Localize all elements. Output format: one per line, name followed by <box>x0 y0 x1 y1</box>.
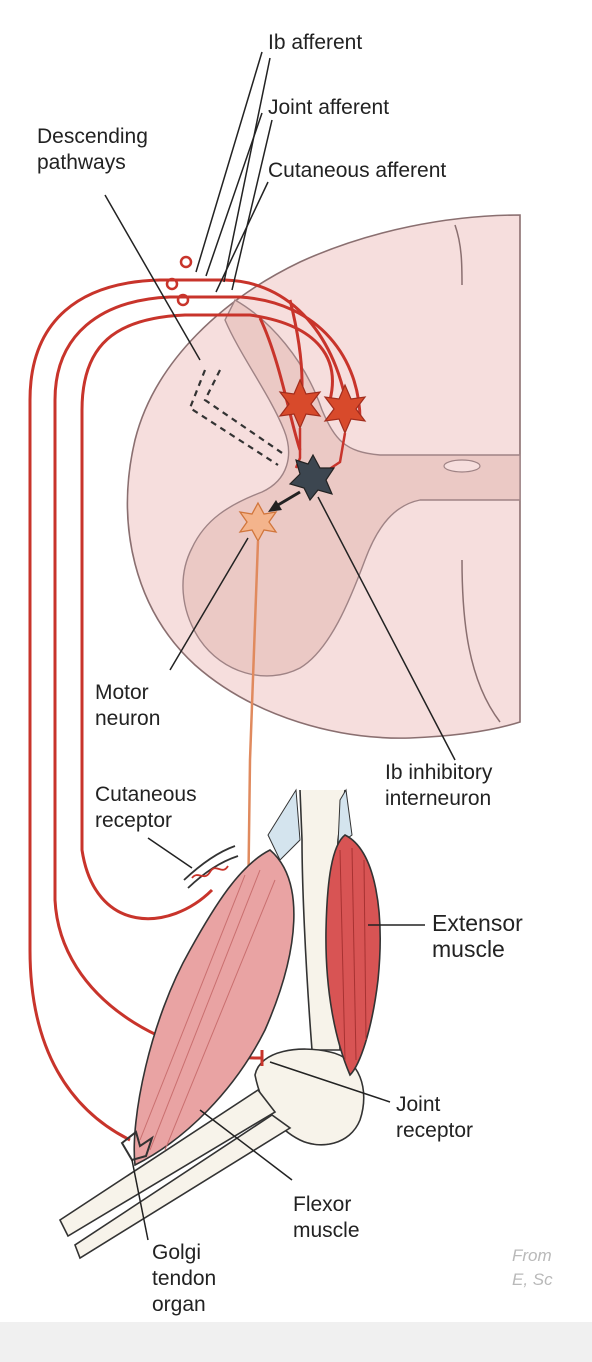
inhibitory-synapse <box>268 500 282 512</box>
label-ib-afferent: Ib afferent <box>268 31 363 54</box>
flexor-muscle-shape <box>133 849 295 1167</box>
afferent-label-lines <box>195 51 273 293</box>
dorsal-root-ganglia <box>165 255 193 307</box>
extensor-muscle-shape <box>325 834 381 1077</box>
label-descending-pathways: Descending pathways <box>37 125 148 174</box>
label-flexor-muscle: Flexor muscle <box>293 1193 360 1242</box>
source-credit: From E, Sc <box>512 1246 553 1289</box>
joint-afferent-fiber <box>53 295 362 1060</box>
interneuron-axon <box>277 490 301 507</box>
flexor-fibers <box>139 869 276 1151</box>
label-cutaneous-receptor: Cutaneous receptor <box>95 783 197 832</box>
ventral-median-fissure <box>461 559 501 723</box>
descending-pathways-fibers <box>188 369 286 466</box>
motor-axon <box>246 540 260 913</box>
ib-inhibitory-interneuron-cell <box>288 453 336 502</box>
bottom-bar <box>0 1322 592 1362</box>
leader-lines <box>104 194 456 1241</box>
label-cutaneous-afferent: Cutaneous afferent <box>268 159 447 182</box>
dorsal-median-sulcus <box>454 224 463 286</box>
label-golgi-tendon-organ: Golgi tendon organ <box>152 1241 217 1316</box>
cutaneous-receptor-shape <box>183 845 239 889</box>
label-joint-receptor: Joint receptor <box>396 1093 474 1142</box>
label-joint-afferent: Joint afferent <box>268 96 390 119</box>
label-motor-neuron: Motor neuron <box>95 681 161 730</box>
spinal-cord-gray-matter <box>182 299 521 677</box>
label-ib-inhibitory-interneuron: Ib inhibitory interneuron <box>385 761 493 810</box>
central-canal <box>443 459 481 473</box>
cutaneous-afferent-fiber <box>80 313 334 921</box>
extensor-fibers <box>339 847 367 1061</box>
afferent-fibers <box>28 278 362 1142</box>
label-extensor-muscle: Extensor muscle <box>432 910 523 962</box>
